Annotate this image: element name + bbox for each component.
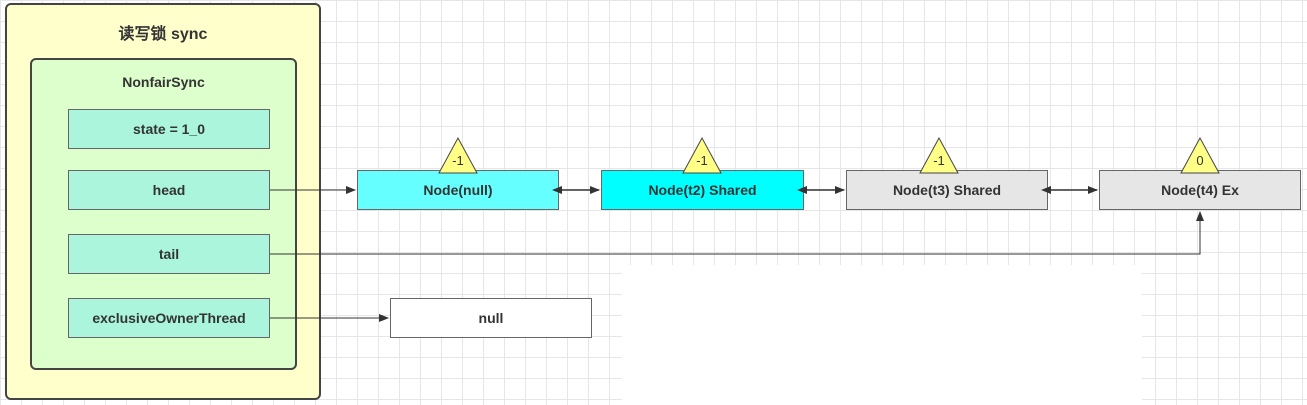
exclusive-owner-thread-field: exclusiveOwnerThread — [68, 298, 270, 338]
wait-status-label: -1 — [696, 153, 708, 168]
wait-status-label: -1 — [452, 153, 464, 168]
canvas-blank-area — [622, 265, 1142, 405]
wait-status-triangle: 0 — [1180, 136, 1220, 174]
node-null: Node(null) — [357, 170, 559, 210]
head-field: head — [68, 170, 270, 210]
wait-status-triangle: -1 — [919, 136, 959, 174]
wait-status-label: -1 — [933, 153, 945, 168]
wait-status-triangle: -1 — [438, 136, 478, 174]
wait-status-triangle: -1 — [682, 136, 722, 174]
wait-status-label: 0 — [1196, 153, 1203, 168]
tail-arrow — [270, 211, 1204, 255]
node-t2-shared: Node(t2) Shared — [601, 170, 804, 210]
tail-field: tail — [68, 234, 270, 274]
nonfair-sync-title: NonfairSync — [122, 74, 205, 90]
owner-null-box: null — [390, 298, 592, 338]
sync-title: 读写锁 sync — [118, 26, 208, 43]
state-field: state = 1_0 — [68, 109, 270, 149]
node-t3-shared: Node(t3) Shared — [846, 170, 1048, 210]
